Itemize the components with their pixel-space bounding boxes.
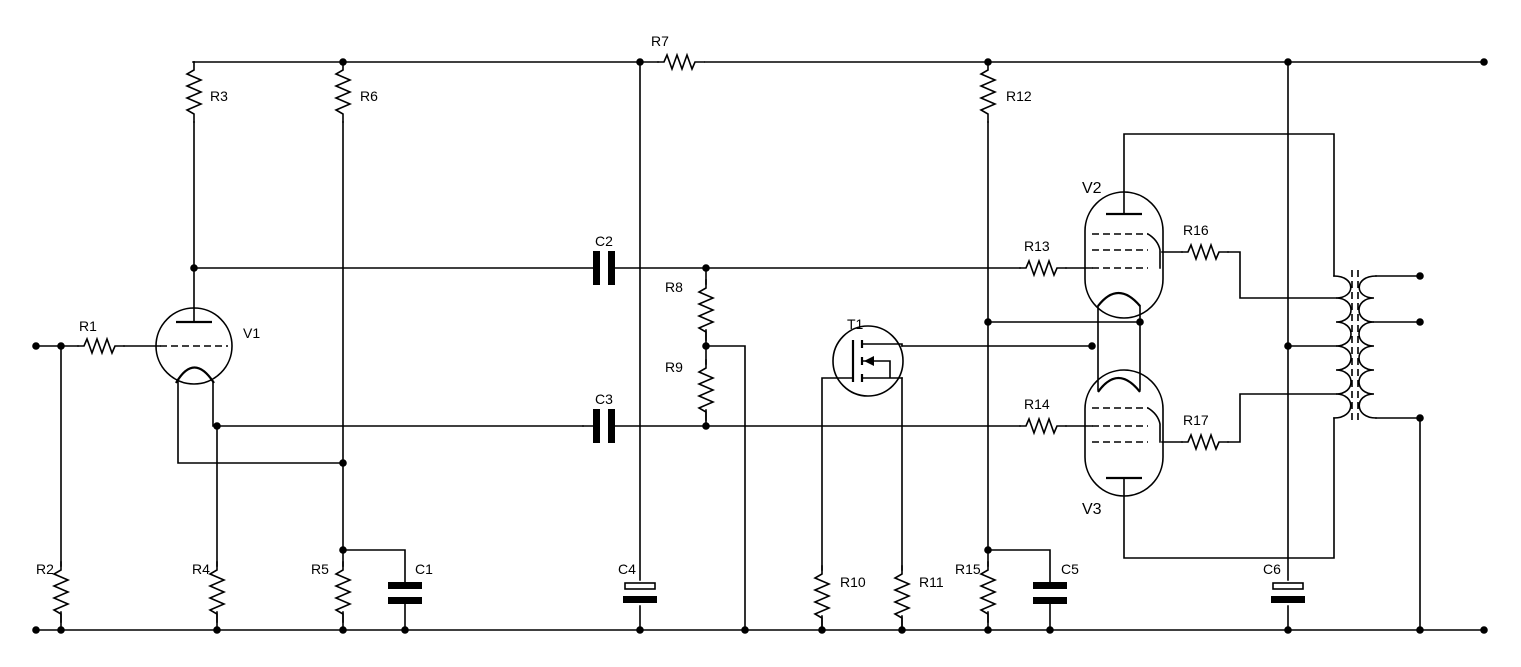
label-r3: R3 bbox=[210, 88, 228, 104]
label-c1: C1 bbox=[415, 561, 433, 577]
label-r8: R8 bbox=[665, 279, 683, 295]
label-c4: C4 bbox=[618, 561, 636, 577]
resistor-r1 bbox=[77, 338, 125, 354]
label-r11: R11 bbox=[919, 574, 944, 590]
capacitor-c2 bbox=[593, 251, 615, 285]
resistor-r14 bbox=[1019, 418, 1067, 434]
capacitor-c1 bbox=[388, 582, 422, 604]
label-t1: T1 bbox=[847, 316, 864, 332]
resistor-r16 bbox=[1181, 244, 1229, 260]
capacitor-c6 bbox=[1270, 582, 1306, 604]
label-r5: R5 bbox=[311, 561, 329, 577]
label-c5: C5 bbox=[1061, 561, 1079, 577]
resistor-r7 bbox=[657, 54, 705, 70]
junction-dots bbox=[32, 58, 1488, 634]
label-r14: R14 bbox=[1024, 396, 1050, 412]
capacitor-c4 bbox=[622, 582, 658, 604]
input-network bbox=[35, 338, 161, 631]
label-c2: C2 bbox=[595, 233, 613, 249]
label-r16: R16 bbox=[1183, 222, 1209, 238]
label-c6: C6 bbox=[1263, 561, 1281, 577]
resistor-r12 bbox=[980, 61, 996, 123]
label-r13: R13 bbox=[1024, 238, 1050, 254]
label-r17: R17 bbox=[1183, 412, 1209, 428]
label-r9: R9 bbox=[665, 359, 683, 375]
filter-network bbox=[1270, 61, 1337, 631]
resistor-r6 bbox=[335, 61, 351, 123]
label-v1: V1 bbox=[243, 325, 260, 341]
coupling-network bbox=[193, 54, 1021, 631]
resistor-r3 bbox=[186, 61, 202, 123]
capacitor-c3 bbox=[593, 409, 615, 443]
label-v3: V3 bbox=[1082, 501, 1102, 518]
capacitor-c5 bbox=[1033, 582, 1067, 604]
label-r2: R2 bbox=[36, 561, 54, 577]
label-v2: V2 bbox=[1082, 180, 1102, 197]
component-labels: R1 R2 R3 R4 R5 R6 R7 R8 R9 R10 R11 R12 R… bbox=[36, 33, 1281, 590]
tube-v1 bbox=[155, 61, 584, 631]
label-c3: C3 bbox=[595, 391, 613, 407]
output-transformer bbox=[1333, 270, 1421, 631]
tube-v3 bbox=[1019, 369, 1337, 559]
label-r4: R4 bbox=[192, 561, 210, 577]
label-r15: R15 bbox=[955, 561, 981, 577]
bias-network bbox=[335, 61, 422, 631]
resistor-r17 bbox=[1181, 434, 1229, 450]
tube-v2 bbox=[1019, 133, 1337, 391]
resistor-r13 bbox=[1019, 260, 1067, 276]
label-r12: R12 bbox=[1006, 88, 1032, 104]
label-r1: R1 bbox=[79, 318, 97, 334]
label-r6: R6 bbox=[360, 88, 378, 104]
label-r10: R10 bbox=[840, 574, 866, 590]
label-r7: R7 bbox=[651, 33, 669, 49]
